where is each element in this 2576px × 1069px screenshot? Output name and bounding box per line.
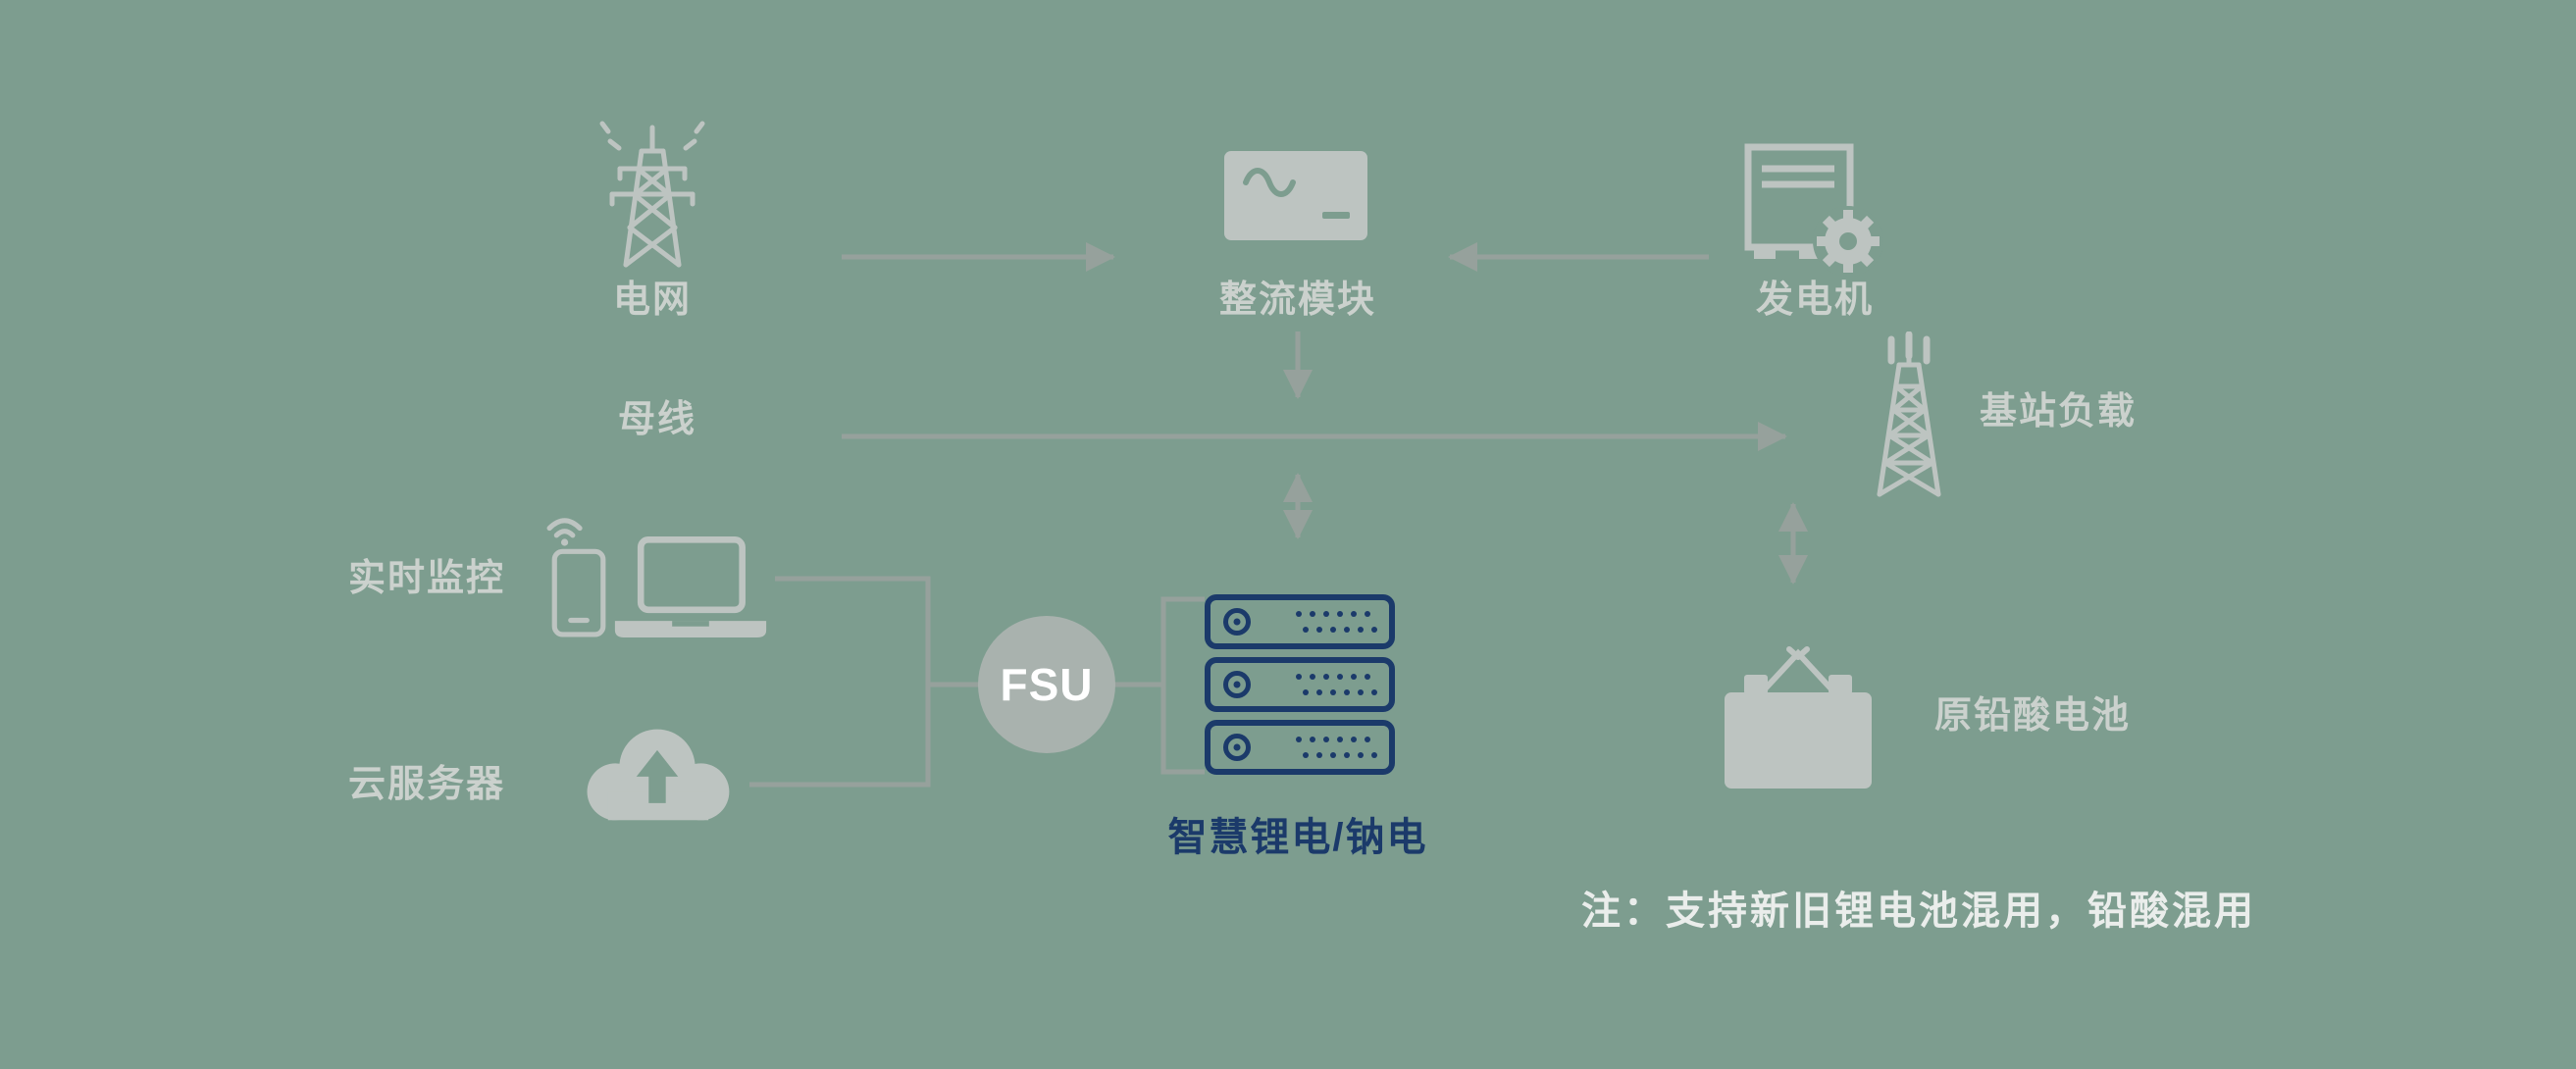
smartphone-icon bbox=[546, 518, 606, 637]
monitor-devices-icon bbox=[535, 502, 770, 649]
lead-acid-battery-icon bbox=[1705, 636, 1891, 792]
rectifier-label: 整流模块 bbox=[1218, 280, 1376, 321]
base-station-load-label: 基站负载 bbox=[1980, 391, 2138, 433]
power-grid-label: 电网 bbox=[612, 280, 692, 321]
note-text: 注：支持新旧锂电池混用，铅酸混用 bbox=[1581, 890, 2256, 933]
generator-icon bbox=[1738, 137, 1883, 282]
ac-wave-glyph bbox=[1243, 168, 1296, 197]
laptop-icon bbox=[614, 536, 767, 638]
dc-dash-glyph bbox=[1322, 212, 1350, 219]
wifi-icon bbox=[546, 518, 583, 538]
antenna-icon bbox=[1887, 331, 1931, 365]
gear-icon bbox=[1813, 206, 1883, 277]
generator-label: 发电机 bbox=[1755, 280, 1874, 321]
realtime-monitor-label: 实时监控 bbox=[347, 558, 505, 599]
upload-arrow-icon bbox=[636, 749, 679, 803]
base-station-tower-icon bbox=[1862, 331, 1956, 500]
bus-label: 母线 bbox=[617, 399, 696, 440]
battery-rack-icon bbox=[1205, 594, 1395, 775]
fsu-label: FSU bbox=[1000, 659, 1094, 710]
lead-acid-battery-label: 原铅酸电池 bbox=[1934, 695, 2132, 737]
rack-unit bbox=[1205, 720, 1395, 775]
fsu-badge: FSU bbox=[978, 616, 1115, 753]
rack-unit bbox=[1205, 657, 1395, 712]
cloud-server-label: 云服务器 bbox=[347, 764, 505, 805]
cloud-upload-icon bbox=[567, 718, 747, 828]
rectifier-icon bbox=[1222, 149, 1369, 242]
smart-battery-label: 智慧锂电/钠电 bbox=[1167, 816, 1428, 859]
bracket-fsu-to-rack bbox=[1160, 596, 1205, 775]
bracket-monitor-cloud bbox=[749, 576, 931, 788]
power-grid-icon bbox=[587, 118, 718, 273]
rack-unit bbox=[1205, 594, 1395, 649]
